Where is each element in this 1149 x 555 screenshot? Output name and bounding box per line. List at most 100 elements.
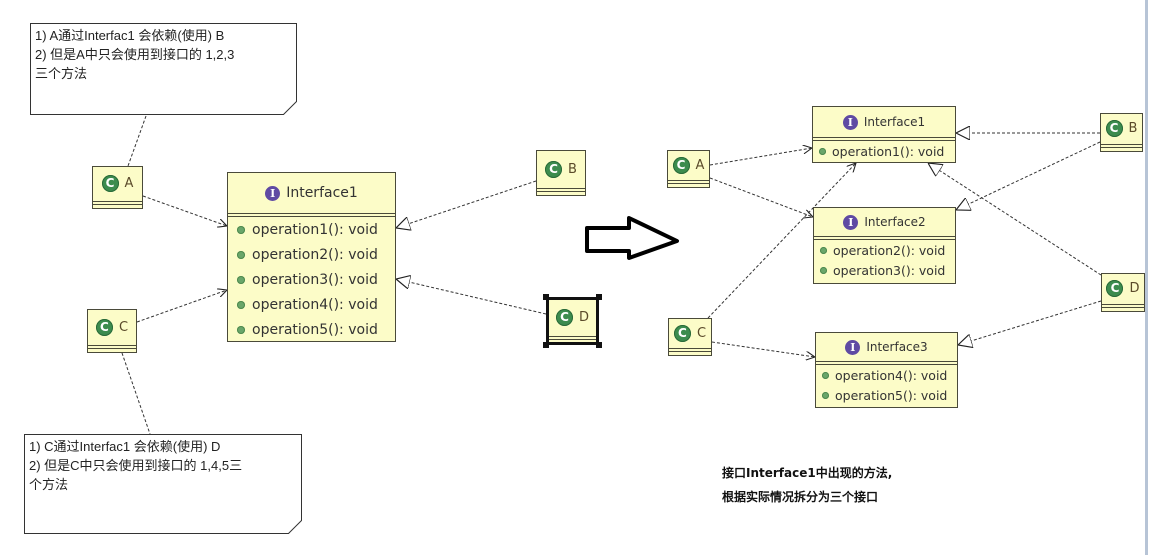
caption-line-1: 接口Interface1中出现的方法, — [722, 466, 893, 480]
dependency-c-interface1 — [136, 290, 227, 323]
public-method-icon — [237, 275, 245, 284]
class-name: B — [568, 161, 577, 177]
class-divider — [537, 188, 585, 192]
operation-label: operation2(): void — [252, 246, 378, 263]
operation-label: operation2(): void — [833, 242, 946, 258]
realization-d-interface1 — [396, 279, 547, 315]
public-method-icon — [819, 147, 826, 155]
public-method-icon — [822, 391, 829, 399]
interface1-right[interactable]: I Interface1 operation1(): void — [812, 106, 956, 163]
interface-name: Interface1 — [286, 185, 358, 201]
caption: 接口Interface1中出现的方法, 根据实际情况拆分为三个接口 — [722, 461, 892, 509]
note-a-line-2: 2) 但是A中只会使用到接口的 1,2,3 — [35, 47, 235, 62]
interface-icon: I — [265, 185, 281, 201]
dependency-a-interface1-right — [709, 148, 812, 166]
scrollbar-edge — [1145, 0, 1148, 555]
interface-name: Interface1 — [863, 115, 926, 129]
realization-d-interface1-right — [928, 163, 1102, 276]
note-c-line-2: 2) 但是C中只会使用到接口的 1,4,5三 — [29, 458, 243, 473]
operation-label: operation3(): void — [252, 271, 378, 288]
class-icon: C — [1106, 280, 1124, 297]
operation-item[interactable]: operation3(): void — [814, 260, 955, 280]
caption-line-2: 根据实际情况拆分为三个接口 — [722, 490, 879, 504]
operation-item[interactable]: operation2(): void — [814, 240, 955, 260]
operation-item[interactable]: operation1(): void — [813, 141, 955, 161]
note-link-a — [127, 115, 147, 167]
public-method-icon — [237, 250, 245, 259]
operation-label: operation3(): void — [833, 262, 946, 278]
selection-handle[interactable] — [596, 294, 602, 300]
class-divider — [549, 336, 596, 340]
right-arrow-icon — [585, 216, 679, 260]
interface1-left[interactable]: I Interface1 operation1(): void operation… — [227, 172, 396, 342]
note-c-line-1: 1) C通过Interfac1 会依赖(使用) D — [29, 439, 221, 454]
interface-divider — [813, 137, 955, 141]
selection-handle[interactable] — [543, 294, 549, 300]
note-a-line-3: 三个方法 — [35, 66, 88, 81]
note-a: 1) A通过Interfac1 会依赖(使用) B 2) 但是A中只会使用到接口… — [30, 23, 297, 115]
interface-divider — [228, 213, 395, 217]
operation-label: operation4(): void — [252, 296, 378, 313]
note-c-line-3: 个方法 — [29, 477, 69, 492]
note-c-fold — [288, 520, 302, 534]
class-name: B — [1128, 121, 1138, 136]
public-method-icon — [822, 371, 829, 379]
operation-item[interactable]: operation5(): void — [228, 317, 395, 342]
interface3-right[interactable]: I Interface3 operation4(): void operation… — [815, 332, 958, 408]
class-icon: C — [555, 308, 573, 326]
class-icon: C — [673, 324, 691, 342]
class-name: C — [118, 319, 129, 335]
operation-item[interactable]: operation4(): void — [816, 365, 957, 385]
interface-divider — [816, 361, 957, 365]
selection-handle[interactable] — [596, 342, 602, 348]
operation-item[interactable]: operation2(): void — [228, 242, 395, 267]
class-name: D — [578, 309, 589, 325]
dependency-a-interface1 — [142, 195, 227, 226]
class-icon: C — [101, 175, 119, 192]
note-c: 1) C通过Interfac1 会依赖(使用) D 2) 但是C中只会使用到接口… — [24, 434, 302, 534]
interface-icon: I — [842, 114, 858, 130]
interface-icon: I — [845, 339, 861, 355]
class-icon: C — [95, 318, 113, 336]
realization-d-interface3-right — [958, 300, 1102, 345]
dependency-c-interface1-right — [707, 163, 856, 319]
selection-handle[interactable] — [543, 342, 549, 348]
public-method-icon — [820, 266, 827, 274]
dependency-a-interface2-right — [709, 177, 813, 217]
class-divider — [668, 180, 709, 184]
operation-item[interactable]: operation1(): void — [228, 217, 395, 242]
dependency-c-interface3-right — [711, 341, 815, 357]
class-name: A — [695, 157, 705, 173]
operation-label: operation4(): void — [835, 367, 948, 383]
public-method-icon — [237, 225, 245, 234]
interface-name: Interface3 — [866, 340, 928, 354]
class-name: D — [1129, 281, 1140, 296]
note-link-c — [121, 352, 151, 435]
interface-divider — [814, 236, 955, 240]
realization-b-interface2-right — [956, 141, 1101, 210]
interface-icon: I — [843, 214, 859, 230]
class-divider — [669, 348, 711, 352]
public-method-icon — [237, 325, 245, 334]
note-a-line-1: 1) A通过Interfac1 会依赖(使用) B — [35, 28, 225, 43]
operation-label: operation1(): void — [252, 221, 378, 238]
operation-item[interactable]: operation5(): void — [816, 385, 957, 405]
public-method-icon — [820, 246, 827, 254]
operation-label: operation5(): void — [252, 321, 378, 338]
operation-item[interactable]: operation4(): void — [228, 292, 395, 317]
class-divider — [88, 345, 136, 349]
note-a-fold — [283, 101, 297, 115]
realization-b-interface1 — [396, 180, 537, 228]
operation-item[interactable]: operation3(): void — [228, 267, 395, 292]
